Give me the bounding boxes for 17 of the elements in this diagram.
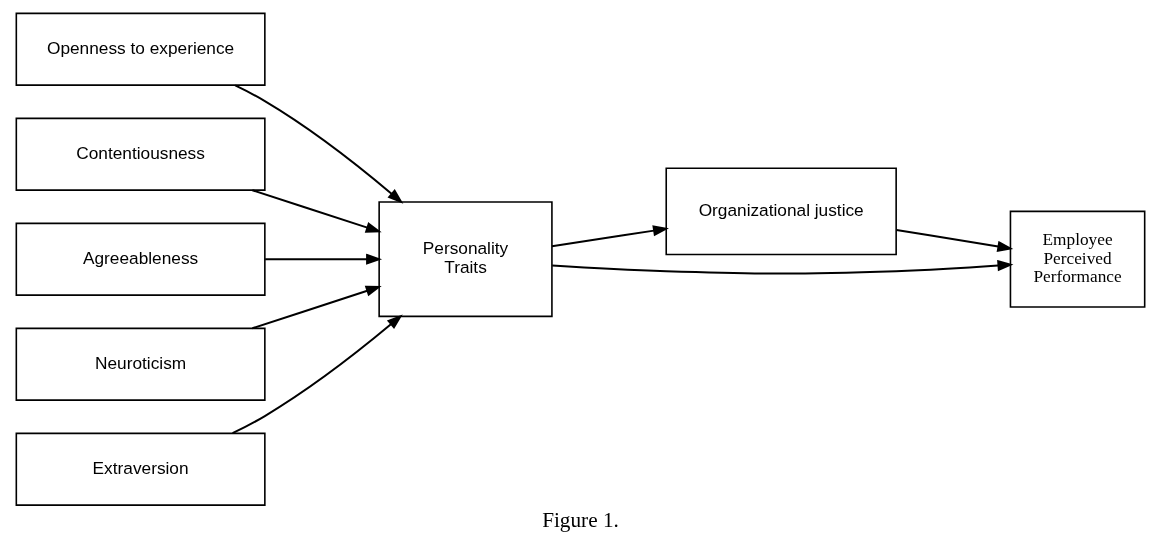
caption: Figure 1.	[542, 508, 619, 533]
arrow	[234, 84, 404, 204]
arrow	[251, 285, 382, 330]
node-box: Organizational justice	[665, 167, 897, 256]
arrow	[551, 260, 1014, 275]
arrow	[251, 189, 382, 233]
arrow	[264, 253, 383, 265]
node-box: Agreeableness	[15, 222, 266, 296]
node-box: Neuroticism	[15, 327, 266, 401]
node-box: Personality Traits	[378, 201, 553, 318]
arrow	[231, 314, 403, 435]
node-box: Employee Perceived Performance	[1009, 210, 1146, 308]
arrow	[551, 225, 669, 248]
arrow	[895, 228, 1014, 252]
node-box: Openness to experience	[15, 12, 266, 86]
node-box: Extraversion	[15, 432, 266, 506]
node-box: Contentiousness	[15, 117, 266, 191]
